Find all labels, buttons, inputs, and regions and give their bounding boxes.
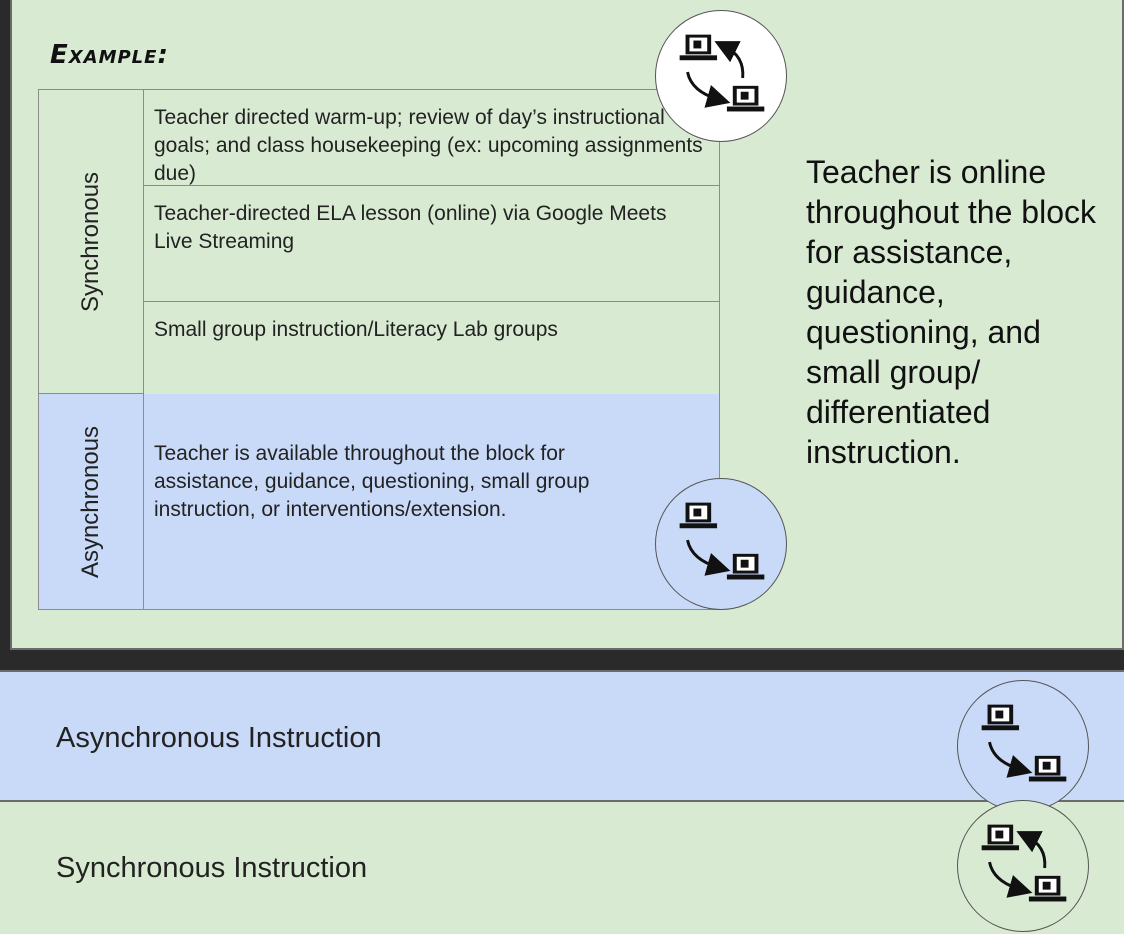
row-text: Teacher-directed ELA lesson (online) via…: [154, 202, 667, 253]
table-row: Teacher-directed ELA lesson (online) via…: [144, 186, 719, 302]
synchronous-label-cell: Synchronous: [39, 90, 144, 394]
asynchronous-label: Asynchronous: [77, 425, 104, 578]
table-row-async: Teacher is available throughout the bloc…: [144, 394, 719, 609]
asynchronous-label-cell: Asynchronous: [39, 394, 144, 609]
two-way-computers-icon: [957, 800, 1089, 932]
row-text: Small group instruction/Literacy Lab gro…: [154, 318, 558, 341]
schedule-table: Synchronous Asynchronous Teacher directe…: [38, 89, 720, 610]
async-row-text: Teacher is available throughout the bloc…: [154, 442, 590, 521]
one-way-computers-icon: [957, 680, 1089, 812]
one-way-computers-icon: [655, 478, 787, 610]
table-row: Teacher directed warm-up; review of day’…: [144, 90, 719, 186]
table-row: Small group instruction/Literacy Lab gro…: [144, 302, 719, 395]
side-note: Teacher is online throughout the block f…: [806, 154, 1096, 470]
row-text: Teacher directed warm-up; review of day’…: [154, 106, 703, 185]
synchronous-instruction-label: Synchronous Instruction: [56, 852, 368, 884]
example-title: Example:: [50, 40, 169, 70]
two-way-computers-icon: [655, 10, 787, 142]
asynchronous-legend-bar: Asynchronous Instruction: [0, 670, 1124, 802]
synchronous-label: Synchronous: [77, 171, 104, 312]
synchronous-legend-bar: Synchronous Instruction: [0, 802, 1124, 934]
asynchronous-instruction-label: Asynchronous Instruction: [56, 722, 382, 754]
